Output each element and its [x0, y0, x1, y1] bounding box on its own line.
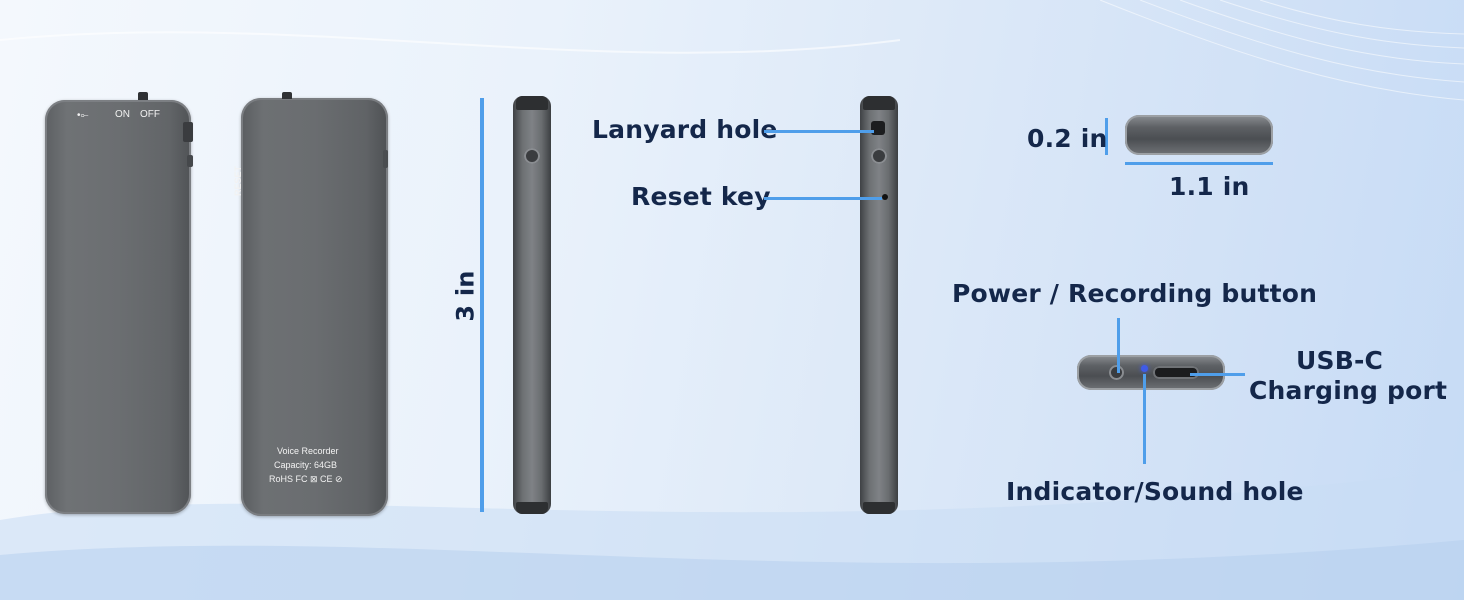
usb-callout-line: [1190, 373, 1245, 376]
certification-marks: RoHS FC ⊠ CE ⊘: [269, 474, 343, 484]
power-recording-button: [1109, 365, 1124, 380]
back-side-button: [383, 150, 388, 168]
lanyard-callout-line: [764, 130, 874, 133]
usb-c-label-line2: Charging port: [1249, 376, 1448, 405]
indicator-label: Indicator/Sound hole: [1006, 477, 1304, 506]
width-dimension-line: [1125, 162, 1273, 165]
recorder-back-view: RESET Voice Recorder Capacity: 64GB RoHS…: [233, 98, 388, 516]
on-label: ON: [115, 109, 130, 120]
reset-callout-line: [764, 197, 882, 200]
width-label: 1.1 in: [1169, 172, 1250, 201]
side-button-round-2: [871, 148, 887, 164]
lanyard-hole-label: Lanyard hole: [592, 115, 778, 144]
side-top-cap-2: [863, 96, 895, 110]
thickness-label: 0.2 in: [1027, 124, 1108, 153]
recorder-bottom-view: [1077, 355, 1225, 390]
side-bottom-cap: [516, 502, 548, 514]
usb-icon: •⟜: [77, 110, 89, 121]
recorder-top-view: [1125, 115, 1273, 155]
front-top-switch: [138, 92, 148, 100]
recorder-side-view-left: [513, 96, 551, 514]
lanyard-hole: [871, 121, 885, 135]
side-button: [187, 155, 193, 167]
recorder-front-view: •⟜ ON OFF: [45, 100, 193, 514]
off-label: OFF: [140, 109, 160, 120]
indicator-callout-line: [1143, 374, 1146, 464]
side-bottom-cap-2: [863, 502, 895, 514]
height-label: 3 in: [451, 270, 480, 322]
height-dimension-line: [480, 98, 484, 512]
thickness-dimension-line: [1105, 118, 1108, 155]
side-button-round: [524, 148, 540, 164]
power-button-label: Power / Recording button: [952, 279, 1318, 308]
voice-recorder-print: Voice Recorder: [277, 446, 339, 456]
recorder-side-view-right: [860, 96, 898, 514]
reset-print: RESET: [233, 165, 243, 196]
indicator-led: [1141, 365, 1148, 372]
capacity-print: Capacity: 64GB: [274, 460, 338, 470]
back-top-switch: [282, 92, 292, 99]
usb-c-port: [1153, 366, 1199, 379]
slide-switch: [183, 122, 193, 142]
reset-key-label: Reset key: [631, 182, 771, 211]
side-top-cap: [516, 96, 548, 110]
reset-hole: [882, 194, 888, 200]
usb-c-label-line1: USB-C: [1296, 346, 1384, 375]
power-callout-line: [1117, 318, 1120, 373]
